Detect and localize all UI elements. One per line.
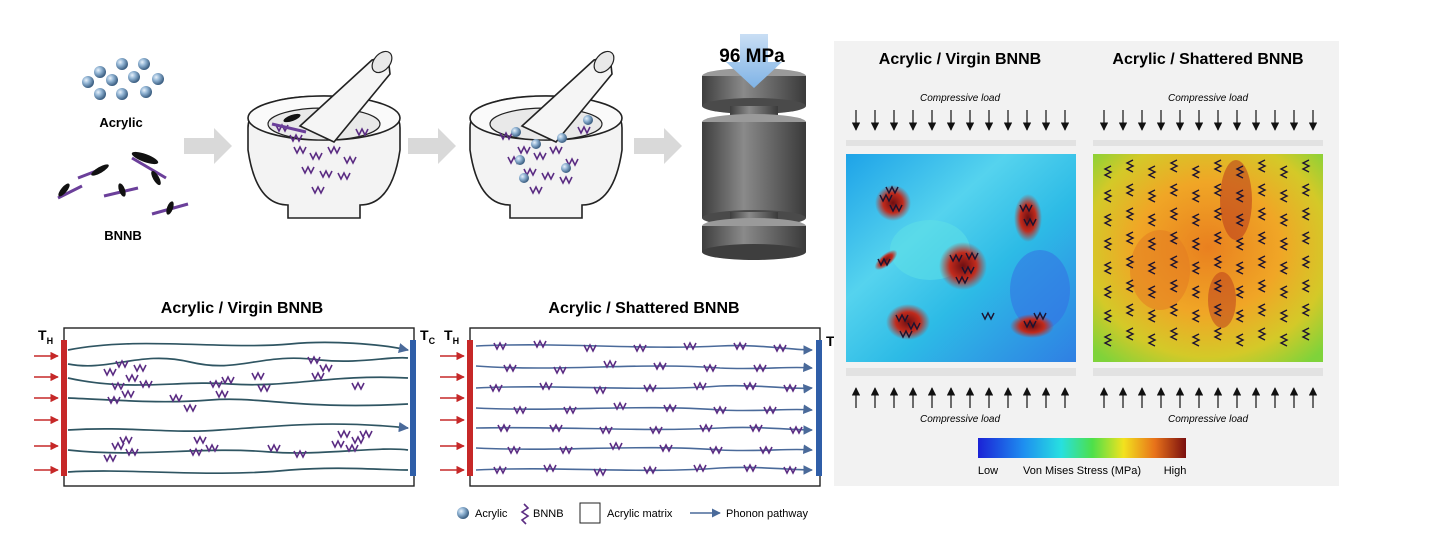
shattered-load-bottom-label: Compressive load [1168, 414, 1248, 425]
legend-bnnb-icon [522, 504, 528, 524]
virgin-load-bottom-label: Compressive load [920, 414, 1000, 425]
pressure-label: 96 MPa [719, 46, 785, 67]
hot-press [702, 68, 806, 260]
virgin-pathway-panel [34, 328, 416, 486]
stress-shattered-title: Acrylic / Shattered BNNB [1112, 51, 1303, 68]
bnnb-label: BNNB [104, 228, 142, 243]
shattered-pathway-panel [440, 328, 822, 486]
virgin-hot-label: TH [38, 327, 53, 346]
stress-color-scale [978, 438, 1186, 458]
scale-low-label: Low [978, 465, 998, 477]
virgin-pathway-title: Acrylic / Virgin BNNB [161, 300, 323, 317]
shattered-load-top-label: Compressive load [1168, 93, 1248, 104]
legend-bnnb: BNNB [533, 508, 564, 520]
legend-matrix: Acrylic matrix [607, 508, 673, 520]
scale-high-label: High [1164, 465, 1187, 477]
bnnb-tubes [57, 149, 188, 215]
virgin-stress-map [846, 140, 1076, 376]
process-arrow-1 [184, 128, 232, 164]
stress-virgin-title: Acrylic / Virgin BNNB [879, 51, 1041, 68]
mortar-1 [248, 48, 400, 218]
legend: Acrylic BNNB Acrylic matrix Phonon pathw… [457, 503, 808, 524]
legend-acrylic: Acrylic [475, 508, 508, 520]
shattered-hot-label: TH [444, 327, 459, 346]
virgin-load-top-label: Compressive load [920, 93, 1000, 104]
mortar-2 [470, 48, 622, 218]
acrylic-label: Acrylic [99, 115, 142, 130]
acrylic-beads [82, 58, 164, 100]
legend-matrix-icon [580, 503, 600, 523]
shattered-pathway-title: Acrylic / Shattered BNNB [548, 300, 739, 317]
legend-acrylic-icon [457, 507, 469, 519]
process-arrow-3 [634, 128, 682, 164]
virgin-cold-label: TC [420, 327, 436, 346]
process-arrow-2 [408, 128, 456, 164]
scale-title: Von Mises Stress (MPa) [1023, 465, 1141, 477]
legend-phonon: Phonon pathway [726, 508, 808, 520]
shattered-stress-map [1093, 140, 1323, 376]
